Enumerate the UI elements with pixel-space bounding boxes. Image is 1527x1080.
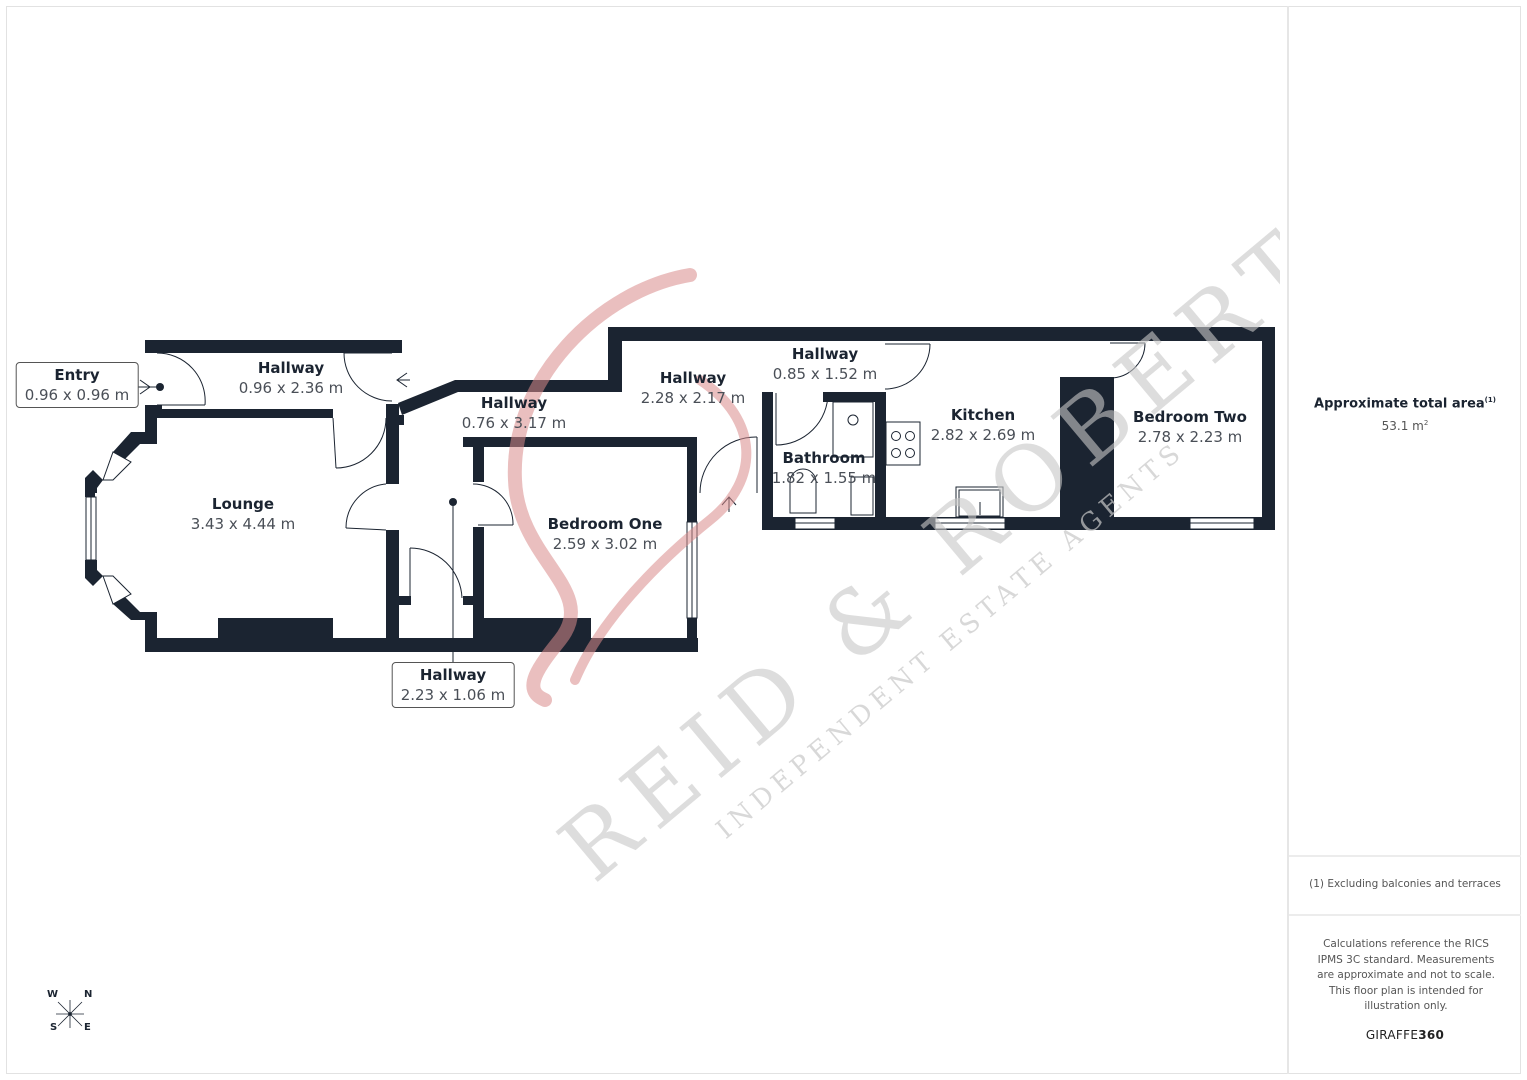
room-dimensions: 2.28 x 2.17 m <box>640 389 746 407</box>
room-label-bedroom-one: Bedroom One 2.59 x 3.02 m <box>548 515 663 553</box>
compass-north: N <box>84 989 93 1000</box>
brand-light: GIRAFFE <box>1365 1028 1419 1042</box>
divider <box>1289 914 1521 916</box>
giraffe360-logo: GIRAFFE360 <box>1289 1028 1521 1042</box>
room-name: Bedroom One <box>547 515 663 533</box>
total-area: Approximate total area(1) 53.1 m2 <box>1289 396 1521 433</box>
room-dimensions: 0.96 x 2.36 m <box>238 379 344 397</box>
room-name: Hallway <box>257 359 325 377</box>
disclaimer: Calculations reference the RICS IPMS 3C … <box>1317 938 1495 1012</box>
room-label-lounge: Lounge 3.43 x 4.44 m <box>191 495 296 533</box>
room-label-hallway-1: Hallway 0.96 x 2.36 m <box>239 359 344 397</box>
area-value: 53.1 m2 <box>1289 419 1521 433</box>
area-unit-superscript: 2 <box>1423 419 1429 428</box>
toilet <box>789 468 817 514</box>
room-name: Hallway <box>480 394 548 412</box>
hob <box>885 421 921 466</box>
basin <box>850 476 874 516</box>
brand-bold: 360 <box>1418 1028 1445 1042</box>
room-dimensions: 2.78 x 2.23 m <box>1137 428 1243 446</box>
info-panel: Approximate total area(1) 53.1 m2 (1) Ex… <box>1287 6 1521 1074</box>
sink <box>955 486 1004 518</box>
room-name: Hallway <box>791 345 859 363</box>
fixtures <box>789 401 1004 518</box>
room-dimensions: 2.23 x 1.06 m <box>400 686 506 704</box>
compass-south: S <box>50 1022 58 1033</box>
room-label-hallway-5: Hallway 0.85 x 1.52 m <box>773 345 878 383</box>
room-label-entry: Entry 0.96 x 0.96 m <box>15 362 139 408</box>
area-value-text: 53.1 m <box>1381 419 1424 434</box>
room-label-bedroom-two: Bedroom Two 2.78 x 2.23 m <box>1133 408 1247 446</box>
room-name: Entry <box>54 366 100 384</box>
room-dimensions: 1.82 x 1.55 m <box>771 469 877 487</box>
room-dimensions: 0.96 x 0.96 m <box>24 386 130 404</box>
room-name: Kitchen <box>950 406 1016 424</box>
room-dimensions: 2.82 x 2.69 m <box>930 426 1036 444</box>
room-name: Hallway <box>659 369 727 387</box>
room-name: Hallway <box>419 666 487 684</box>
divider <box>1289 855 1521 857</box>
shower-tray <box>832 401 874 458</box>
room-dimensions: 0.76 x 3.17 m <box>461 414 567 432</box>
area-title: Approximate total area(1) <box>1289 396 1521 411</box>
compass: W N S E <box>44 986 98 1038</box>
footnote-marker: (1) <box>1484 396 1496 404</box>
room-label-kitchen: Kitchen 2.82 x 2.69 m <box>931 406 1036 444</box>
area-title-text: Approximate total area <box>1314 396 1485 412</box>
footnote: (1) Excluding balconies and terraces <box>1309 878 1501 890</box>
compass-east: E <box>84 1022 91 1033</box>
room-dimensions: 0.85 x 1.52 m <box>772 365 878 383</box>
room-label-hallway-4: Hallway 2.28 x 2.17 m <box>641 369 746 407</box>
room-label-hallway-2: Hallway 0.76 x 3.17 m <box>462 394 567 432</box>
page-frame <box>6 6 1521 1074</box>
room-dimensions: 2.59 x 3.02 m <box>552 535 658 553</box>
compass-west: W <box>47 989 59 1000</box>
room-name: Bedroom Two <box>1133 408 1247 426</box>
room-label-hallway-3: Hallway 2.23 x 1.06 m <box>391 662 515 708</box>
room-name: Bathroom <box>782 449 866 467</box>
compass-rose <box>56 1000 84 1028</box>
room-name: Lounge <box>211 495 275 513</box>
room-label-bathroom: Bathroom 1.82 x 1.55 m <box>772 449 877 487</box>
room-dimensions: 3.43 x 4.44 m <box>190 515 296 533</box>
